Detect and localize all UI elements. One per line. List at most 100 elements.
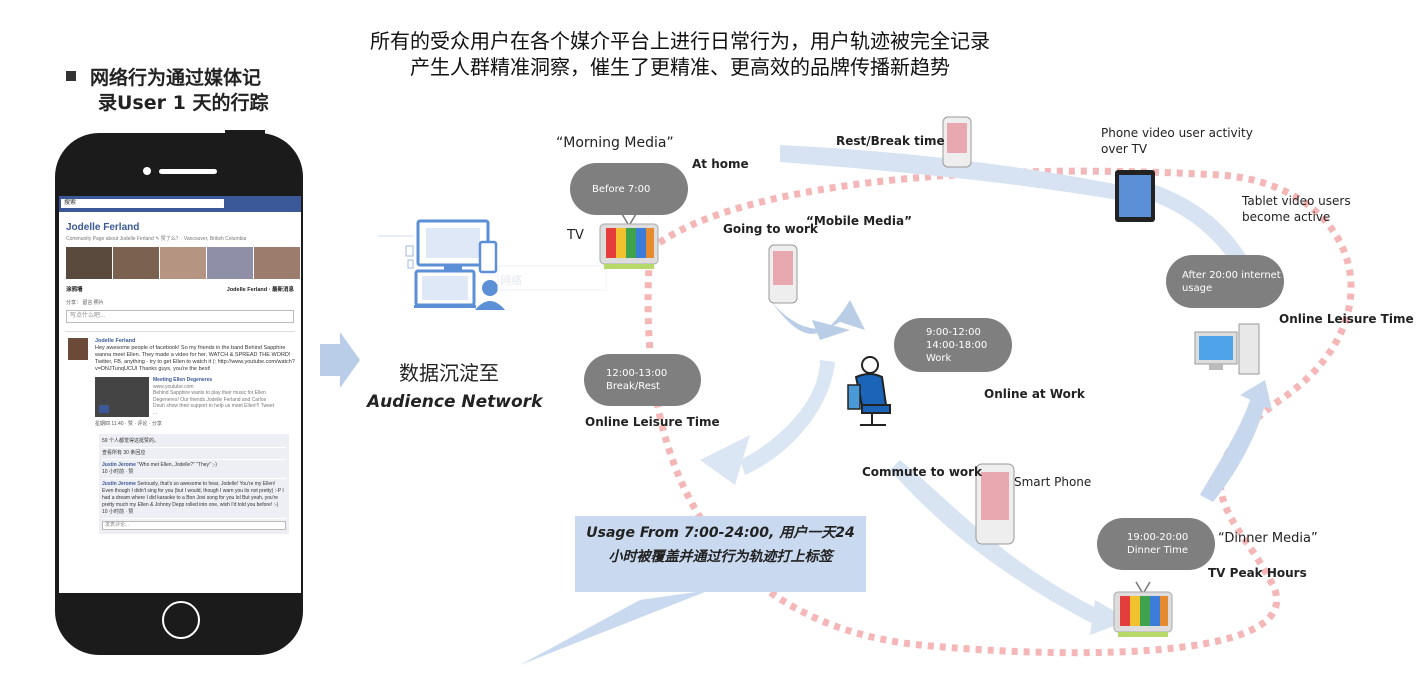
comment-author[interactable]: Justin Jerome: [102, 481, 136, 487]
photo-thumb[interactable]: [160, 247, 206, 279]
bubble-text: 19:00-20:00: [1127, 532, 1189, 543]
photo-thumb[interactable]: [113, 247, 159, 279]
audience-network-cn: 数据沉淀至: [399, 361, 499, 385]
bubble-text: Before 7:00: [592, 183, 651, 195]
tv-icon: [1113, 581, 1173, 637]
usage-callout: Usage From 7:00-24:00, 用户一天24 小时被覆盖并通过行为…: [575, 516, 866, 592]
office-worker-icon: [847, 356, 891, 426]
side-title-line2: 录User 1 天的行踪: [98, 92, 269, 114]
video-url: www.youtube.com: [153, 383, 194, 390]
facebook-screen: 搜索 Jodelle Ferland Community Page about …: [59, 196, 301, 593]
tablet-users-label: Tablet video users become active: [1242, 193, 1351, 225]
home-button[interactable]: [162, 601, 200, 639]
facebook-wall-label[interactable]: 涂鸦墙: [66, 287, 83, 293]
tv-icon: [599, 213, 659, 269]
time-bubble-break: 12:00-13:00 Break/Rest: [584, 354, 701, 406]
bullet-square-icon: [66, 70, 76, 81]
speaker-icon: [159, 169, 217, 174]
usage-line2: 小时被覆盖并通过行为轨迹打上标签: [608, 549, 833, 565]
phone-video-line2: over TV: [1101, 142, 1148, 156]
bubble-text: 14:00-18:00: [926, 339, 988, 351]
going-to-work-label: Going to work: [723, 222, 818, 236]
online-leisure-right-label: Online Leisure Time: [1279, 312, 1414, 326]
avatar[interactable]: [68, 338, 88, 360]
video-desc: Behind Sapphire wants to play their musi…: [153, 390, 275, 416]
desktop-computer-icon: [1194, 323, 1260, 375]
faded-label: 网络: [500, 274, 522, 287]
usage-line1: Usage From 7:00-24:00, 用户一天24: [586, 525, 855, 541]
devices-network-icon: [378, 219, 607, 310]
post-author[interactable]: Jodelle Ferland: [95, 338, 136, 344]
comment-meta[interactable]: 10 小时前 · 赞: [102, 509, 134, 515]
comment-meta[interactable]: 10 小时前 · 赞: [102, 469, 134, 475]
smartphone-icon: [768, 244, 798, 304]
facebook-photo-strip: [66, 247, 301, 279]
side-title: 网络行为通过媒体记 录User 1 天的行踪: [66, 66, 268, 116]
facebook-page-sub: Community Page about Jodelle Ferland ✎ 赞…: [66, 236, 247, 242]
smartphone-mockup: 搜索 Jodelle Ferland Community Page about …: [55, 130, 303, 655]
time-bubble-morning: Before 7:00: [570, 163, 688, 215]
bubble-text: 9:00-12:00: [926, 326, 981, 338]
comment-author[interactable]: Justin Jerome: [102, 462, 136, 468]
phone-video-line1: Phone video user activity: [1101, 126, 1253, 140]
phone-notch: [225, 130, 265, 136]
view-all-comments-link[interactable]: 查看所有 30 条回应: [102, 448, 286, 460]
tablet-users-line2: become active: [1242, 210, 1331, 224]
time-bubble-evening: After 20:00 internet usage: [1166, 255, 1284, 308]
comment-text: Seriously, that's so awesome to hear, Jo…: [102, 481, 284, 508]
facebook-wall-right: Jodelle Ferland · 最新消息: [226, 287, 294, 293]
play-icon[interactable]: [99, 405, 109, 413]
bubble-text: usage: [1182, 282, 1213, 294]
post-text: Hey awesome people of facebook! So my fr…: [95, 345, 295, 372]
facebook-post: Jodelle Ferland Hey awesome people of fa…: [65, 331, 295, 534]
tablet-users-line1: Tablet video users: [1242, 194, 1351, 208]
online-leisure-left-label: Online Leisure Time: [585, 415, 720, 429]
photo-thumb[interactable]: [66, 247, 112, 279]
post-video-attachment[interactable]: Meeting Ellen Degeneres www.youtube.com …: [95, 377, 295, 417]
post-meta[interactable]: 星期四 11:40 · 赞 · 评论 · 分享: [95, 421, 162, 427]
comment-input[interactable]: 发表评论...: [102, 521, 286, 530]
post-body: Jodelle Ferland Hey awesome people of fa…: [95, 338, 295, 373]
headline-line1: 所有的受众用户在各个媒介平台上进行日常行为，用户轨迹被完全记录: [370, 29, 990, 53]
time-bubble-dinner: 19:00-20:00 Dinner Time: [1097, 518, 1215, 570]
bubble-text: Break/Rest: [606, 381, 660, 392]
photo-thumb[interactable]: [207, 247, 253, 279]
rest-break-label: Rest/Break time: [836, 134, 945, 148]
mobile-media-label: “Mobile Media”: [806, 214, 912, 228]
tv-peak-label: TV Peak Hours: [1208, 566, 1307, 580]
commute-label: Commute to work: [862, 465, 983, 479]
headline-line2: 产生人群精准洞察，催生了更精准、更高效的品牌传播新趋势: [410, 55, 950, 79]
video-thumbnail[interactable]: [95, 377, 149, 417]
side-title-line1: 网络行为通过媒体记: [90, 67, 262, 89]
bubble-text: Dinner Time: [1127, 545, 1189, 556]
smart-phone-label: Smart Phone: [1014, 475, 1092, 489]
audience-network-en: Audience Network: [367, 392, 543, 412]
comment-text: "Who met Ellen, Jodelle?" "They" ;-): [137, 462, 217, 468]
headline: 所有的受众用户在各个媒介平台上进行日常行为，用户轨迹被完全记录 产生人群精准洞察…: [300, 28, 1060, 80]
arrow-right-icon: [320, 332, 360, 388]
facebook-share-row[interactable]: 分享： 留言 照片: [66, 300, 104, 306]
facebook-header: 搜索: [59, 196, 301, 212]
comment: Justin Jerome Seriously, that's so aweso…: [102, 479, 286, 519]
morning-media-label: “Morning Media”: [556, 135, 674, 151]
bubble-text: After 20:00 internet: [1182, 269, 1281, 281]
comments-box: 59 个人都觉得这挺赞的。 查看所有 30 条回应 Justin Jerome …: [99, 434, 289, 534]
bubble-text: Work: [926, 352, 952, 364]
smartphone-icon: [942, 116, 972, 168]
dinner-media-label: “Dinner Media”: [1218, 531, 1318, 546]
tablet-icon: [1115, 170, 1155, 222]
tv-label: TV: [567, 228, 584, 243]
bubble-text: 12:00-13:00: [606, 368, 668, 379]
video-title[interactable]: Meeting Ellen Degeneres: [153, 377, 213, 383]
camera-icon: [143, 167, 151, 175]
online-at-work-label: Online at Work: [984, 387, 1085, 401]
facebook-compose-input[interactable]: 写点什么吧...: [66, 310, 294, 323]
photo-thumb[interactable]: [254, 247, 300, 279]
at-home-label: At home: [692, 157, 749, 171]
facebook-page-name[interactable]: Jodelle Ferland: [66, 222, 140, 233]
time-bubble-work: 9:00-12:00 14:00-18:00 Work: [894, 318, 1012, 372]
likes-row[interactable]: 59 个人都觉得这挺赞的。: [102, 436, 286, 448]
comment: Justin Jerome "Who met Ellen, Jodelle?" …: [102, 460, 286, 479]
facebook-search-input[interactable]: 搜索: [61, 199, 224, 208]
smartphone-icon: [975, 463, 1015, 545]
